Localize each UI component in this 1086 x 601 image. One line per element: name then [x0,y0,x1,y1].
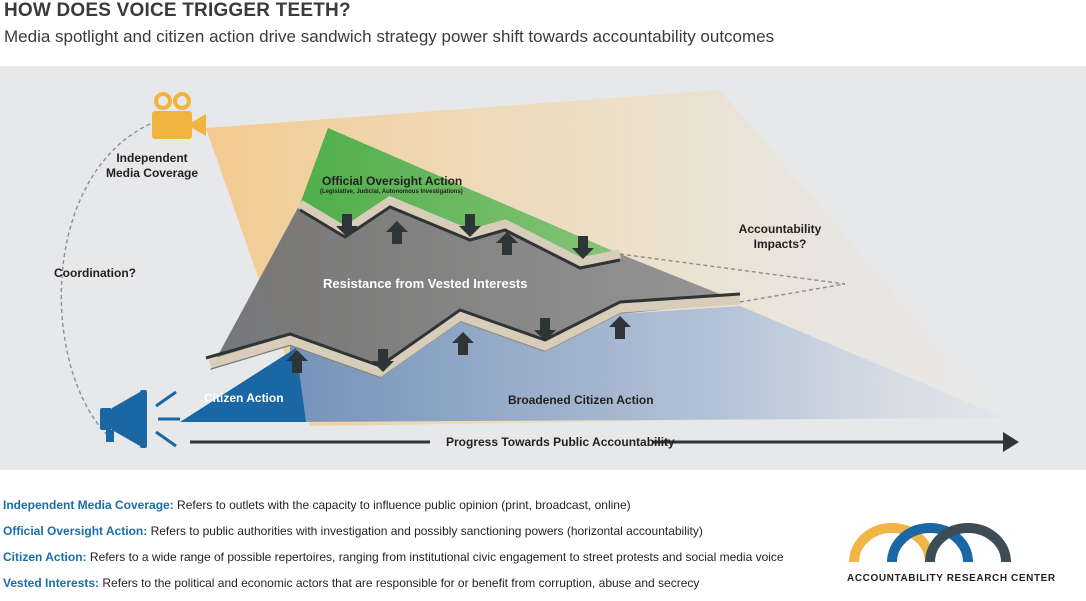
video-camera-icon [152,92,206,139]
upper-band-line [299,205,621,270]
oversight-area [300,128,620,262]
progress-arrowhead [1003,432,1019,452]
lower-band-line [205,292,741,368]
impact-dash-upper [619,253,846,285]
definition-term: Official Oversight Action: [3,524,148,538]
arrow-up-3 [286,350,308,373]
impact-dash-lower [739,283,846,303]
broadened-citizen-label: Broadened Citizen Action [508,393,654,407]
lower-band-highlight [208,295,741,378]
arrow-up-5 [609,316,631,339]
arrow-down-1 [336,214,358,237]
resistance-area [210,201,740,378]
arc-logo-icon [849,523,1011,563]
progress-label: Progress Towards Public Accountability [446,435,675,449]
definition-text: Refers to the political and economic act… [102,576,700,590]
arrow-down-5 [534,318,556,341]
definition-term: Citizen Action: [3,550,87,564]
arrow-down-4 [372,349,394,372]
megaphone-icon [100,390,180,448]
coordination-label: Coordination? [54,266,136,280]
accountability-impacts-label: Accountability Impacts? [738,222,822,251]
arrow-up-1 [386,221,408,244]
page-subtitle: Media spotlight and citizen action drive… [4,27,775,46]
oversight-label: Official Oversight Action [322,174,463,188]
diagram-canvas [60,90,1019,452]
definition-media: Independent Media Coverage: Refers to ou… [3,497,784,523]
definition-term: Independent Media Coverage: [3,498,174,512]
definition-citizen: Citizen Action: Refers to a wide range o… [3,549,784,575]
arrow-up-4 [452,332,474,355]
definitions-list: Independent Media Coverage: Refers to ou… [3,497,784,601]
broadened-citizen-area [290,306,1005,422]
arrow-down-2 [459,214,481,237]
diagram-panel: Independent Media Coverage Official Over… [0,66,1086,470]
pressure-arrows [286,214,631,373]
definition-text: Refers to outlets with the capacity to i… [177,498,631,512]
citizen-area [180,348,306,422]
definition-text: Refers to a wide range of possible reper… [89,550,784,564]
oversight-sublabel: (Legislative, Judicial, Autonomous Inves… [320,189,463,195]
page-title: HOW DOES VOICE TRIGGER TEETH? [4,0,351,21]
media-coverage-label: Independent Media Coverage [105,151,199,180]
citizen-action-label: Citizen Action [204,391,284,405]
arrow-down-3 [572,236,594,259]
definition-oversight: Official Oversight Action: Refers to pub… [3,523,784,549]
arrow-up-2 [496,232,518,255]
logo-name: ACCOUNTABILITY RESEARCH CENTER [847,573,1056,584]
definition-vested: Vested Interests: Refers to the politica… [3,575,784,601]
definition-text: Refers to public authorities with invest… [150,524,703,538]
definition-term: Vested Interests: [3,576,100,590]
resistance-label: Resistance from Vested Interests [323,276,528,291]
